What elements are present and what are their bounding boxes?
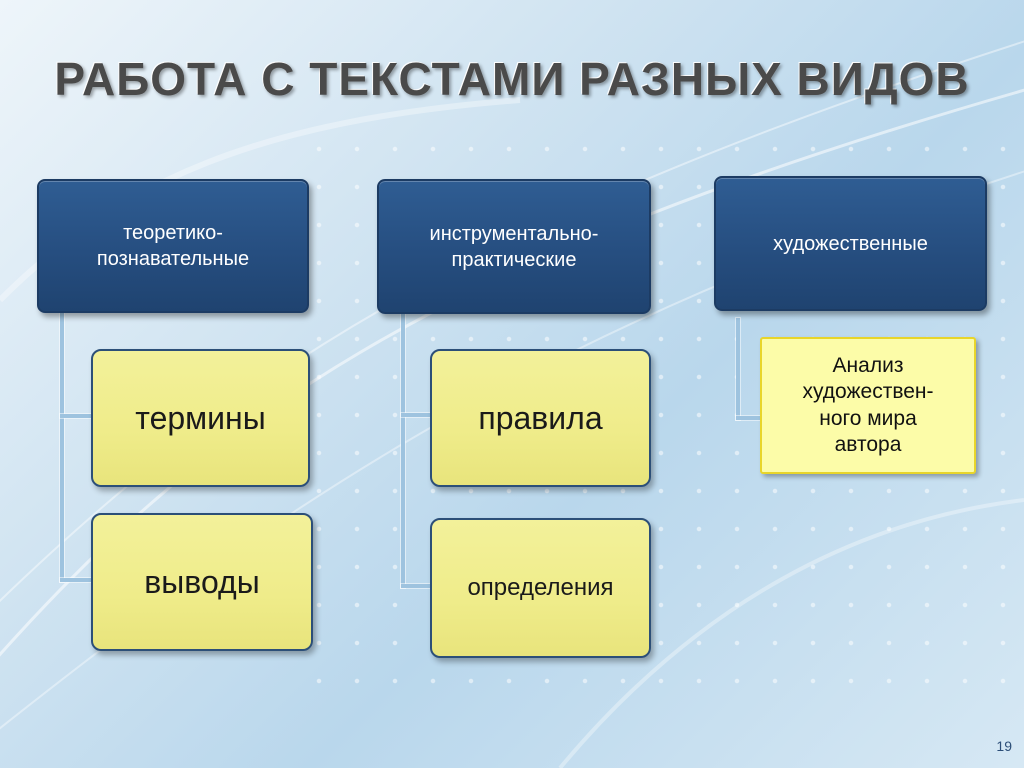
- leaf-label: определения: [467, 574, 614, 601]
- leaf-rules: правила: [430, 349, 651, 487]
- connector-line: [736, 416, 762, 420]
- leaf-conclusions: выводы: [91, 513, 313, 651]
- header-line: практические: [451, 248, 577, 271]
- connector-line: [60, 414, 92, 418]
- header-line: инструментально-: [429, 222, 599, 245]
- category-header-practical: инструментально- практические: [377, 179, 651, 314]
- analysis-note: Анализ художествен- ного мира автора: [760, 337, 976, 474]
- connector-line: [736, 318, 740, 420]
- slide-title: РАБОТА С ТЕКСТАМИ РАЗНЫХ ВИДОВ: [54, 53, 970, 105]
- note-line: Анализ: [832, 354, 904, 377]
- connector-line: [60, 578, 92, 582]
- header-line: теоретико-: [123, 222, 223, 244]
- leaf-definitions: определения: [430, 518, 651, 658]
- note-line: автора: [834, 432, 902, 456]
- leaf-label: выводы: [144, 563, 260, 600]
- leaf-label: правила: [478, 399, 603, 436]
- leaf-label: термины: [135, 399, 266, 436]
- note-line: художествен-: [802, 380, 934, 404]
- connector-line: [401, 312, 405, 588]
- leaf-terms: термины: [91, 349, 310, 487]
- header-line: познавательные: [96, 248, 250, 270]
- connector-line: [401, 413, 431, 417]
- connector-line: [60, 310, 64, 582]
- note-line: ного мира: [819, 406, 917, 430]
- category-header-artistic: художественные: [714, 176, 987, 311]
- header-line: художественные: [773, 232, 928, 255]
- connector-line: [401, 584, 431, 588]
- page-number: 19: [996, 738, 1012, 754]
- category-header-theoretical: теоретико- познавательные: [37, 179, 309, 313]
